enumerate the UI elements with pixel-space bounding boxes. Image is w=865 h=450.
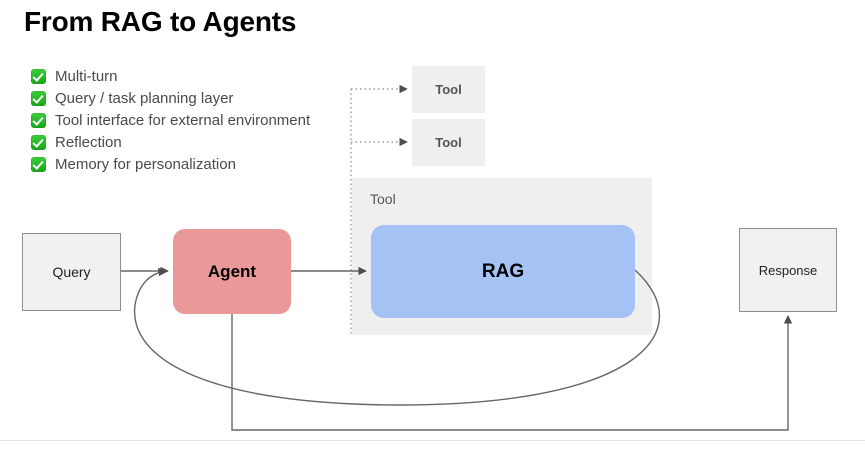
green-check-icon [31, 135, 46, 150]
list-item: Reflection [31, 132, 310, 153]
list-item-label: Memory for personalization [55, 156, 236, 173]
node-rag-label: RAG [481, 260, 525, 282]
green-check-icon [31, 91, 46, 106]
page-title: From RAG to Agents [24, 6, 297, 37]
node-response[interactable]: Response [739, 228, 837, 312]
node-rag[interactable]: RAG [371, 225, 635, 318]
node-query-label: Query [52, 264, 91, 280]
node-tool-1-label: Tool [435, 82, 462, 97]
edge-agent-to-response [231, 314, 793, 431]
list-item-label: Query / task planning layer [55, 90, 234, 107]
list-item: Multi-turn [31, 66, 310, 87]
list-item-label: Multi-turn [55, 68, 118, 85]
node-agent-label: Agent [207, 261, 257, 281]
list-item: Tool interface for external environment [31, 110, 310, 131]
tool-panel-label: Tool [370, 191, 396, 207]
feature-checklist: Multi-turn Query / task planning layer T… [31, 66, 310, 176]
green-check-icon [31, 157, 46, 172]
node-tool-2[interactable]: Tool [412, 119, 485, 166]
edge-rag-to-agent-feedback [133, 267, 661, 406]
green-check-icon [31, 69, 46, 84]
list-item: Query / task planning layer [31, 88, 310, 109]
bottom-divider [0, 440, 865, 441]
node-tool-2-label: Tool [435, 135, 462, 150]
list-item: Memory for personalization [31, 154, 310, 175]
node-agent[interactable]: Agent [173, 229, 291, 314]
green-check-icon [31, 113, 46, 128]
node-query[interactable]: Query [22, 233, 121, 311]
list-item-label: Reflection [55, 134, 122, 151]
list-item-label: Tool interface for external environment [55, 112, 311, 129]
node-response-label: Response [758, 262, 818, 278]
node-tool-1[interactable]: Tool [412, 66, 485, 113]
